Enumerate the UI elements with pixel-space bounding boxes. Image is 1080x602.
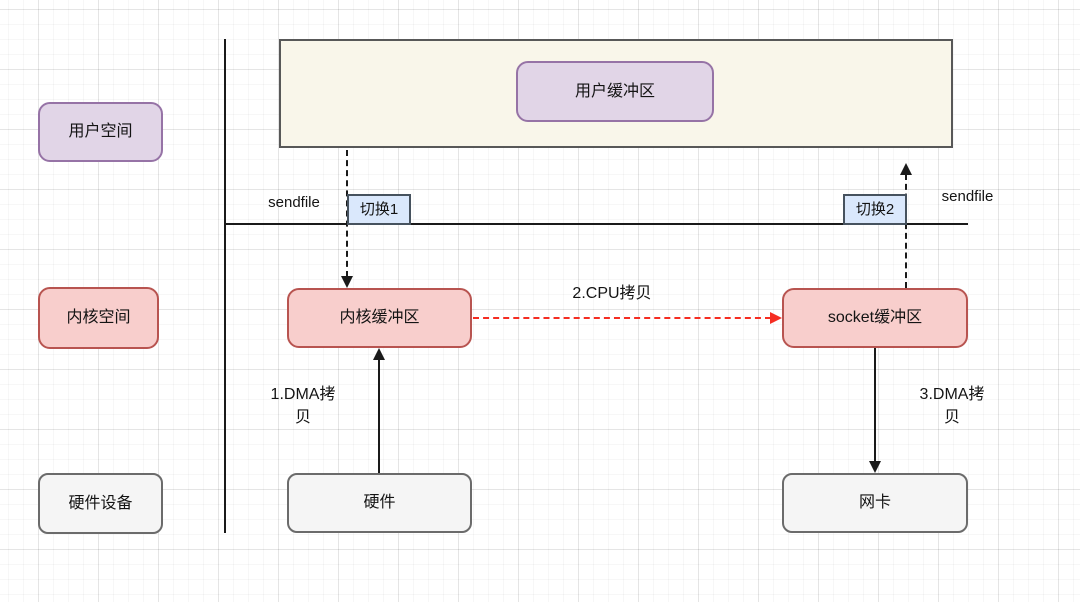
boundary-horizontal-line (224, 223, 968, 225)
dma-copy-3-label: 3.DMA拷 贝 (907, 383, 997, 429)
arrow-sendfile-return-stem (905, 174, 907, 288)
switch2-node: 切换2 (843, 194, 907, 225)
lane-label-kernel-space: 内核空间 (38, 287, 159, 349)
arrow-dma-copy-3-stem (874, 348, 876, 463)
arrow-cpu-copy-stem (473, 317, 771, 319)
kernel-buffer-node: 内核缓冲区 (287, 288, 472, 348)
arrowhead-down-icon (341, 276, 353, 288)
nic-text: 网卡 (858, 494, 891, 512)
cpu-copy-label: 2.CPU拷贝 (572, 285, 652, 302)
lane-label-hardware-device-text: 硬件设备 (68, 494, 133, 512)
lane-label-hardware-device: 硬件设备 (38, 473, 163, 534)
sendfile-label-right: sendfile (941, 188, 994, 205)
lane-label-user-space: 用户空间 (38, 102, 163, 162)
lane-label-kernel-space-text: 内核空间 (66, 309, 131, 327)
lane-label-user-space-text: 用户空间 (68, 123, 133, 141)
arrowhead-up-icon (900, 163, 912, 175)
kernel-buffer-text: 内核缓冲区 (339, 309, 420, 327)
sendfile-label-left: sendfile (268, 194, 320, 211)
dma-copy-1-line1: 1.DMA拷 (270, 386, 336, 403)
switch2-text: 切换2 (855, 200, 895, 218)
switch1-node: 切换1 (347, 194, 411, 225)
switch1-text: 切换1 (359, 200, 399, 218)
nic-node: 网卡 (782, 473, 968, 533)
dma-copy-1-label: 1.DMA拷 贝 (258, 383, 348, 429)
hardware-text: 硬件 (363, 494, 396, 512)
hardware-node: 硬件 (287, 473, 472, 533)
user-buffer-text: 用户缓冲区 (574, 82, 655, 100)
dma-copy-3-line1: 3.DMA拷 (919, 386, 985, 403)
arrow-dma-copy-1-stem (378, 358, 380, 473)
dma-copy-1-line2: 贝 (294, 409, 311, 426)
socket-buffer-text: socket缓冲区 (827, 309, 923, 327)
user-buffer-node: 用户缓冲区 (516, 61, 714, 122)
boundary-vertical-line (224, 39, 226, 533)
arrowhead-down-icon (869, 461, 881, 473)
socket-buffer-node: socket缓冲区 (782, 288, 968, 348)
dma-copy-3-line2: 贝 (943, 409, 960, 426)
arrowhead-right-icon (770, 312, 782, 324)
arrowhead-up-icon (373, 348, 385, 360)
